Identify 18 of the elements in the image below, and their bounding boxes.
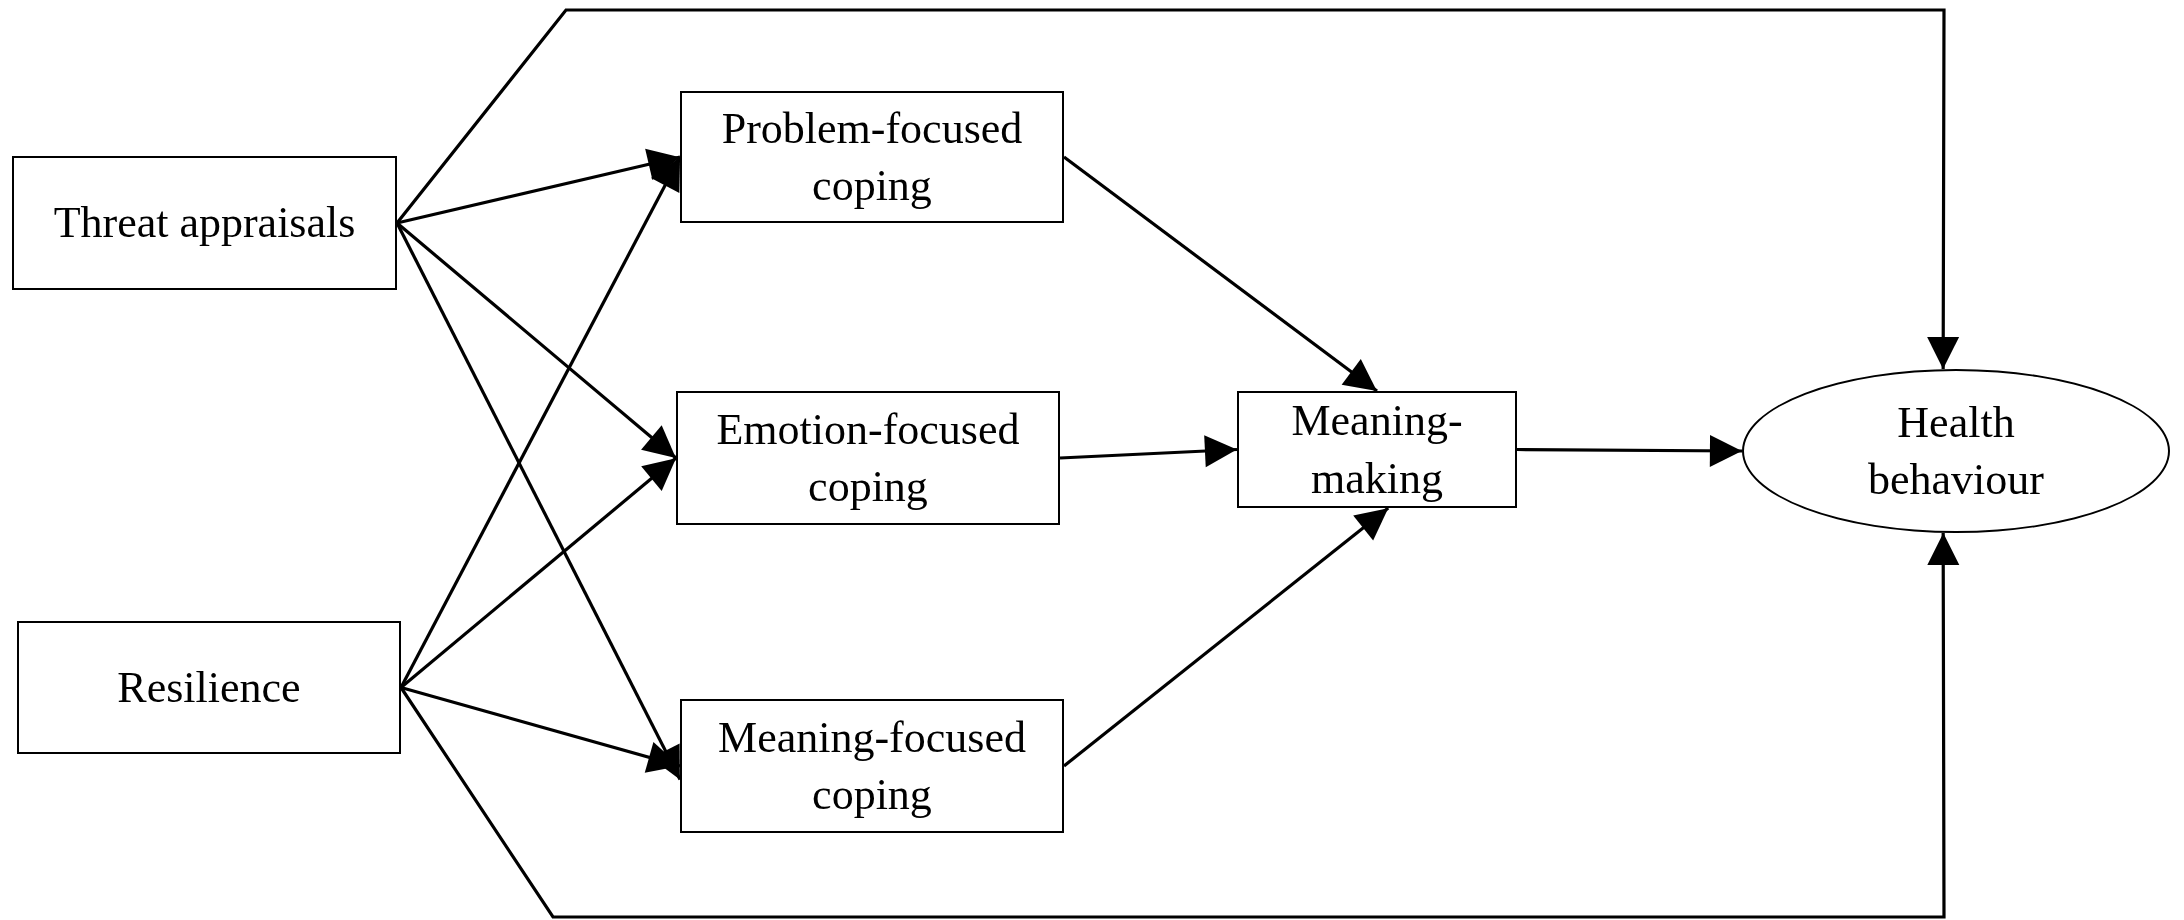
node-label: Problem-focused coping [720, 102, 1024, 212]
node-label: Meaning-focused coping [717, 711, 1027, 821]
node-label: Meaning-making [1290, 395, 1464, 505]
variable-box [12, 156, 397, 290]
variable-box [1237, 391, 1517, 508]
arrow [1063, 155, 1378, 393]
variable-box [676, 391, 1060, 525]
arrow [1063, 506, 1390, 768]
node-label: Resilience [116, 661, 302, 714]
variable-box [680, 91, 1064, 223]
arrow [396, 148, 681, 225]
node-label: Threat appraisals [52, 197, 357, 250]
arrow [1517, 434, 1742, 467]
variable-box [17, 621, 401, 754]
node-label: Emotion-focused coping [715, 403, 1021, 513]
variable-box [680, 699, 1064, 833]
node-label: Health behaviour [1867, 396, 2045, 506]
arrow [1059, 435, 1238, 468]
